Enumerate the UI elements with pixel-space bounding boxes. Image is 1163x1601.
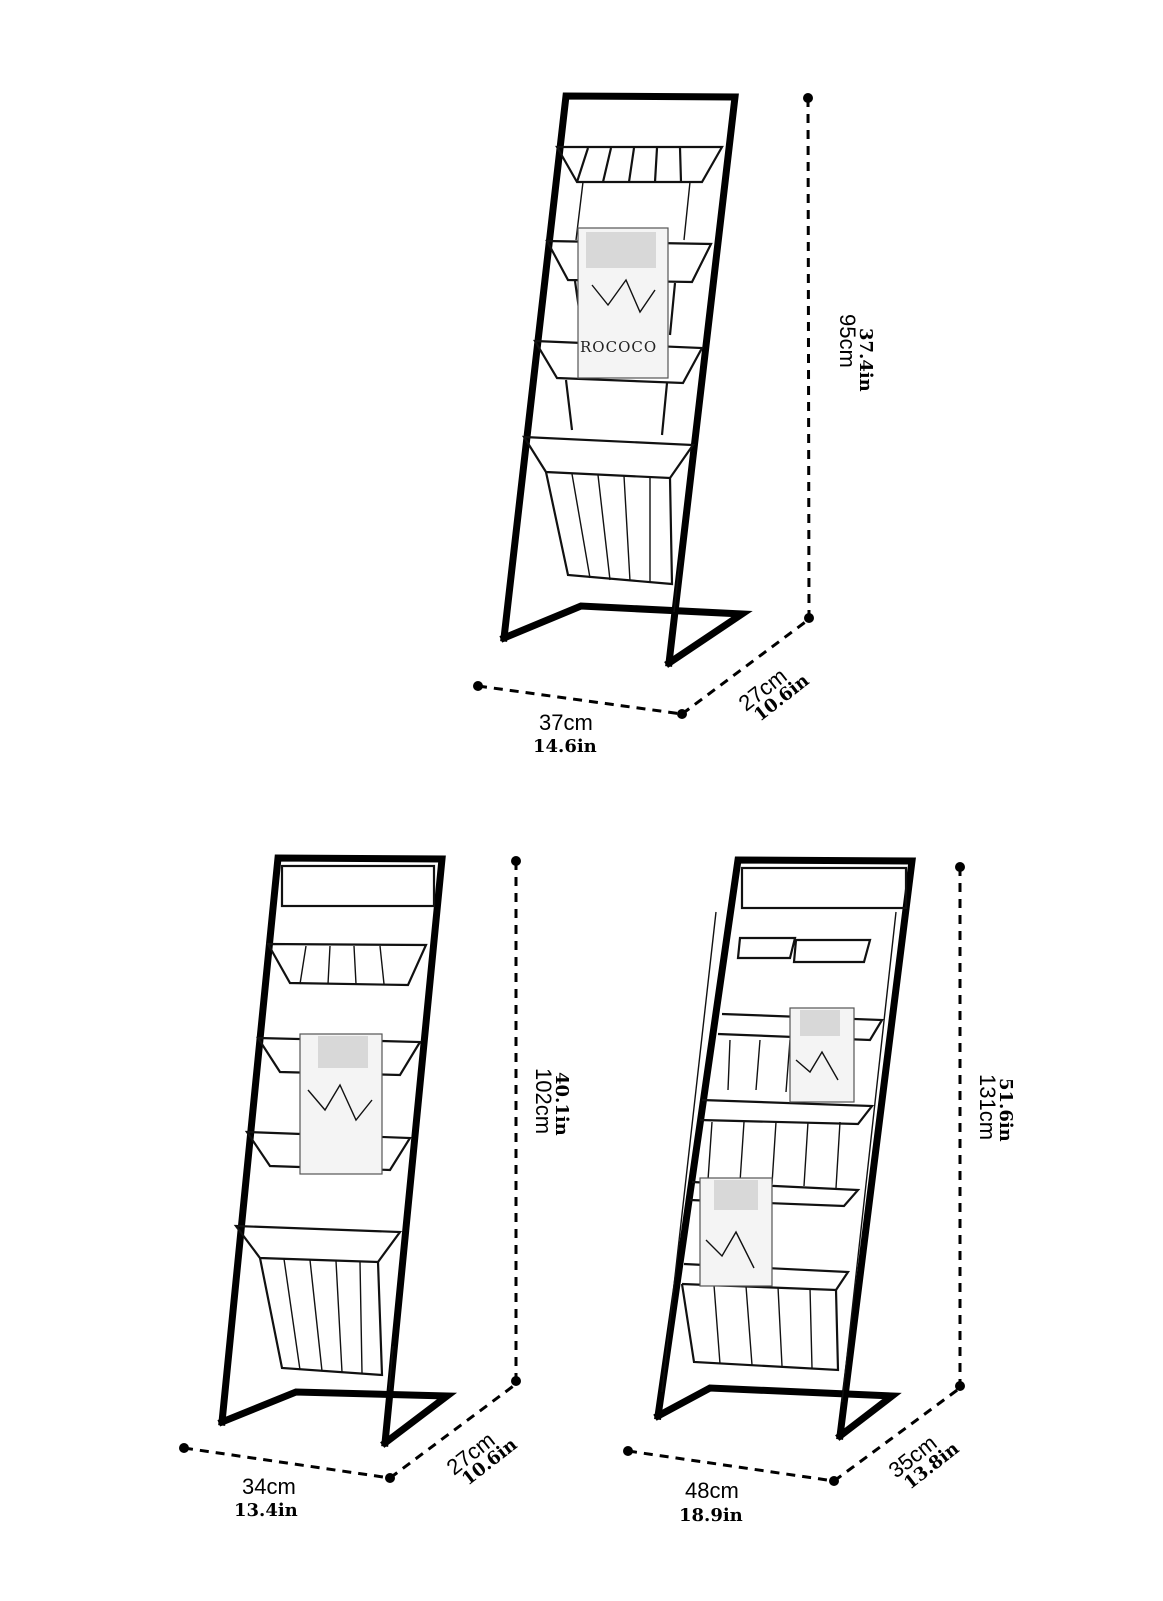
basket-row [736,936,872,964]
height-cm-label: 95cm [835,314,860,368]
height-in-label: 37.4in [855,328,876,392]
width-cm-label: 34cm [242,1474,296,1499]
height-cm-label: 131cm [975,1074,1000,1140]
dimensions-large [623,862,965,1486]
width-cm-label: 37cm [539,710,593,735]
width-in-label: 18.9in [679,1505,743,1526]
basket [233,1224,403,1377]
basket [521,435,696,586]
magazine: ROCOCO [577,227,669,379]
dimensions-medium [179,856,521,1483]
magazine [299,1033,383,1175]
magazine-title: ROCOCO [580,338,657,356]
basket [555,145,724,241]
rack-large: 51.6in 131cm 48cm 18.9in 35cm 13.8in [623,856,1016,1526]
height-cm-label: 102cm [531,1068,556,1134]
height-in-label: 40.1in [551,1072,572,1136]
width-in-label: 14.6in [533,736,597,757]
magazine [789,1007,855,1103]
rack-medium: 40.1in 102cm 34cm 13.4in 27cm 10.6in [179,854,572,1521]
width-cm-label: 48cm [685,1478,739,1503]
height-in-label: 51.6in [995,1078,1016,1142]
basket [266,942,428,987]
rack-small: ROCOCO 95cm 37.4in 37cm 14.6in 27cm 10.6… [473,92,876,757]
magazine [699,1177,773,1287]
basket-row [699,1098,875,1189]
width-in-label: 13.4in [234,1500,298,1521]
dimensions-small [473,93,814,719]
